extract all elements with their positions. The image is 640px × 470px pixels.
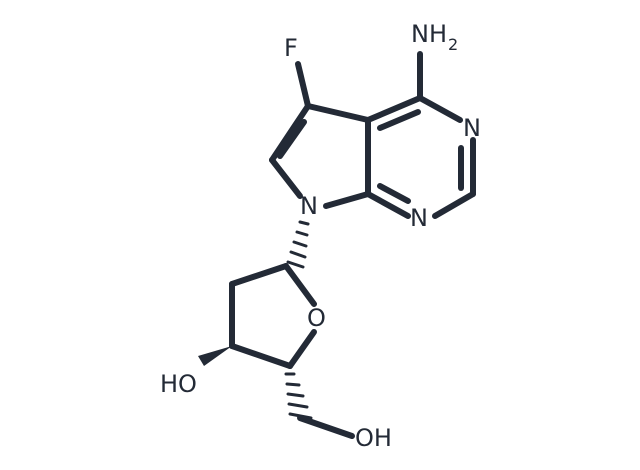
bond-n7-c7a (323, 191, 371, 209)
bond-c7a-n1-double (377, 183, 411, 204)
bond-c4a-c4 (365, 95, 423, 123)
bond-c4a-c4-double (377, 109, 421, 131)
bond-n1-c7a (365, 191, 411, 219)
atom-f: F (284, 34, 298, 62)
solid-wedge-c3-oh (198, 346, 232, 366)
atom-n-pyrrole: N (300, 192, 318, 220)
bond-c4-o (287, 329, 317, 369)
atom-oh: OH (355, 424, 392, 452)
atom-nh2: NH (411, 20, 447, 48)
bond-c2-n1 (432, 191, 476, 219)
atom-nh2-subscript: 2 (448, 35, 458, 54)
bond-c4a-c5 (305, 103, 371, 123)
bond-c5-c6 (269, 103, 311, 163)
bond-c6-n7 (269, 157, 303, 199)
bond-c5-c6-double (277, 119, 307, 159)
atom-ho: HO (160, 370, 197, 398)
atom-n-pyrimidine-top: N (463, 114, 481, 142)
bond-c5-o5 (297, 415, 355, 439)
atom-n-pyrimidine-bottom: N (410, 204, 428, 232)
hashed-wedge-n-c1 (286, 220, 310, 269)
bond-c5-f (295, 61, 311, 109)
atom-o-ring: O (307, 304, 326, 332)
bond-o-c1 (283, 263, 317, 307)
hashed-wedge-c4-ch2 (284, 372, 313, 420)
bond-c4-n3 (417, 95, 463, 123)
bond-c1-c2 (229, 263, 289, 287)
bond-c3-c4 (229, 343, 293, 369)
